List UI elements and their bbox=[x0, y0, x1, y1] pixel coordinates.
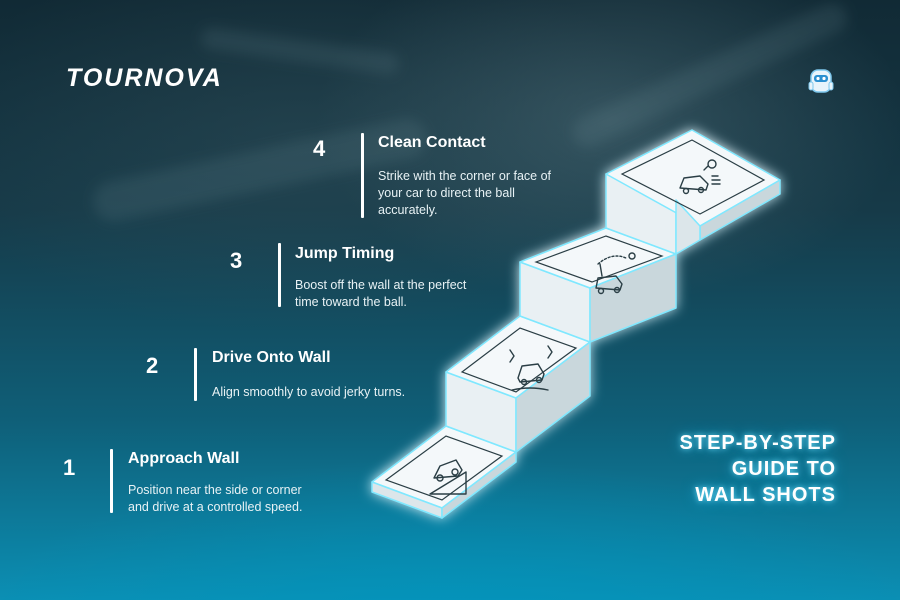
car-hitting-ball-icon bbox=[679, 159, 721, 195]
step-1-description: Position near the side or corner and dri… bbox=[128, 482, 348, 516]
step-2-number: 2 bbox=[146, 353, 159, 378]
step-1-desc-line: Position near the side or corner bbox=[128, 483, 302, 497]
step-1-divider bbox=[110, 449, 113, 513]
step-2-title: Drive Onto Wall bbox=[212, 349, 331, 366]
car-skidding-icon bbox=[509, 345, 553, 391]
step-3-number: 3 bbox=[230, 248, 243, 273]
step-2-divider bbox=[194, 348, 197, 401]
car-jumping-to-ball-icon bbox=[595, 252, 636, 295]
stair-2-side bbox=[515, 341, 591, 453]
guide-title-line: GUIDE TO bbox=[731, 458, 836, 480]
step-4-description: Strike with the corner or face of your c… bbox=[378, 168, 588, 219]
step-2-description: Align smoothly to avoid jerky turns. bbox=[212, 384, 442, 401]
stair-1-side bbox=[441, 451, 517, 519]
step-4-divider bbox=[361, 133, 364, 218]
step-4-desc-line: your car to direct the ball bbox=[378, 186, 515, 200]
step-1-desc-line: and drive at a controlled speed. bbox=[128, 500, 303, 514]
step-4-number: 4 bbox=[313, 136, 326, 161]
yeti-mascot-icon bbox=[808, 69, 834, 93]
step-4-title: Clean Contact bbox=[378, 134, 486, 151]
guide-title-line: WALL SHOTS bbox=[695, 484, 836, 506]
brand-logo: TOURNOVA bbox=[66, 64, 223, 92]
guide-title-line: STEP-BY-STEP bbox=[679, 432, 836, 454]
step-3-description: Boost off the wall at the perfect time t… bbox=[295, 277, 505, 311]
step-3-desc-line: time toward the ball. bbox=[295, 295, 407, 309]
step-3-divider bbox=[278, 243, 281, 307]
step-4-desc-line: Strike with the corner or face of bbox=[378, 169, 551, 183]
step-3-title: Jump Timing bbox=[295, 245, 395, 262]
stair-3-side bbox=[589, 253, 677, 343]
step-3-desc-line: Boost off the wall at the perfect bbox=[295, 278, 467, 292]
step-1-number: 1 bbox=[63, 455, 76, 480]
car-on-ramp-icon bbox=[429, 459, 467, 495]
step-4-desc-line: accurately. bbox=[378, 203, 438, 217]
step-2-desc-line: Align smoothly to avoid jerky turns. bbox=[212, 385, 406, 399]
guide-title: STEP-BY-STEP GUIDE TO WALL SHOTS bbox=[620, 430, 836, 508]
step-1-title: Approach Wall bbox=[128, 450, 240, 467]
stair-4-front bbox=[675, 199, 701, 255]
